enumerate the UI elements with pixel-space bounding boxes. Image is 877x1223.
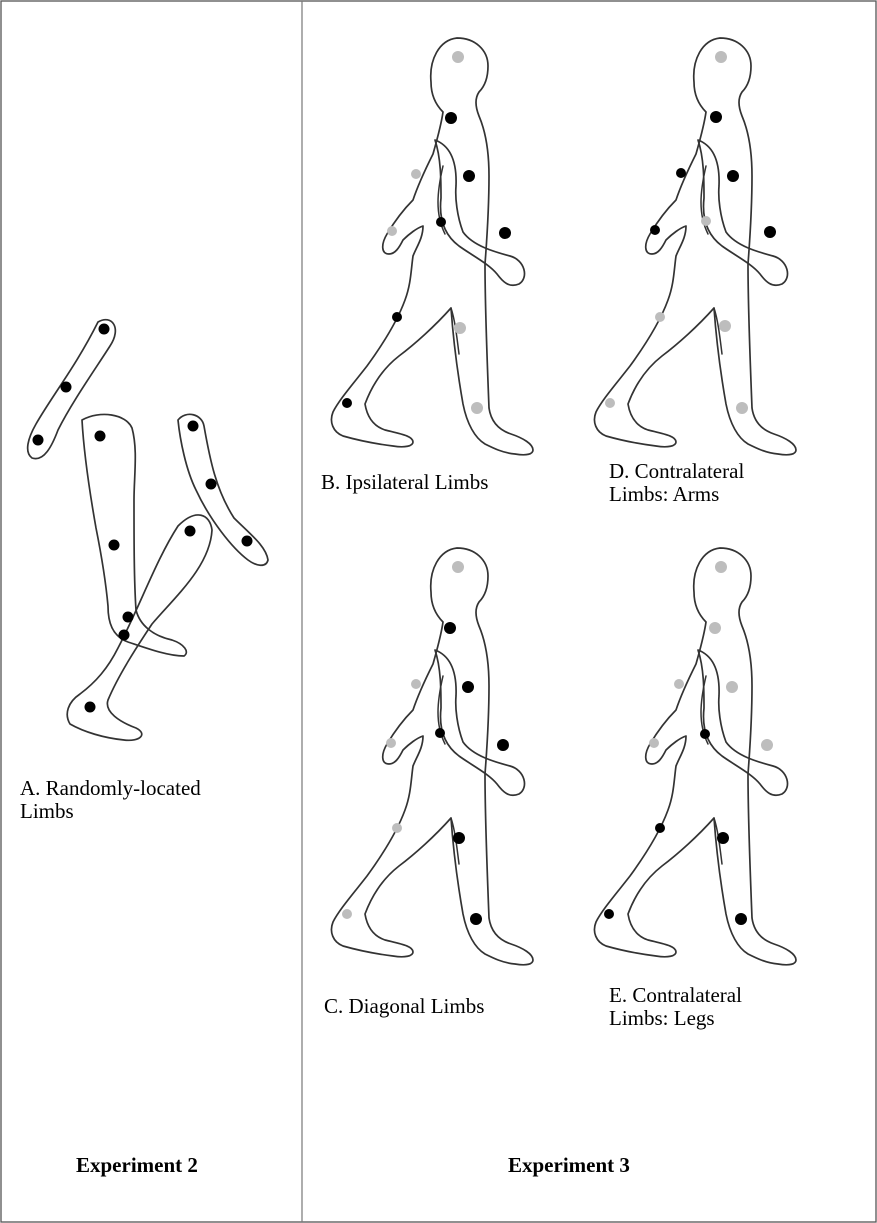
marker-visible — [435, 728, 445, 738]
marker-visible — [463, 170, 475, 182]
marker-hidden — [387, 226, 397, 236]
panel-d-figure — [594, 38, 796, 455]
panel-a-figure — [28, 320, 268, 741]
marker-hidden — [719, 320, 731, 332]
marker-hidden — [674, 679, 684, 689]
marker-hidden — [736, 402, 748, 414]
marker-visible — [342, 398, 352, 408]
panel-a-limb-leg-front — [82, 414, 186, 656]
panel-c-caption: C. Diagonal Limbs — [324, 995, 484, 1018]
marker-visible — [242, 536, 253, 547]
marker-visible — [650, 225, 660, 235]
marker-visible — [604, 909, 614, 919]
marker-hidden — [761, 739, 773, 751]
marker-visible — [710, 111, 722, 123]
panel-e-caption: E. Contralateral Limbs: Legs — [609, 984, 742, 1030]
marker-hidden — [452, 51, 464, 63]
marker-visible — [453, 832, 465, 844]
marker-visible — [676, 168, 686, 178]
marker-hidden — [342, 909, 352, 919]
marker-hidden — [649, 738, 659, 748]
marker-visible — [206, 479, 217, 490]
marker-visible — [445, 112, 457, 124]
panel-b-figure — [331, 38, 533, 455]
marker-visible — [119, 630, 130, 641]
marker-visible — [188, 421, 199, 432]
panel-c-figure — [331, 548, 533, 965]
marker-visible — [109, 540, 120, 551]
marker-visible — [497, 739, 509, 751]
marker-visible — [462, 681, 474, 693]
marker-hidden — [709, 622, 721, 634]
marker-hidden — [386, 738, 396, 748]
marker-visible — [185, 526, 196, 537]
marker-hidden — [411, 169, 421, 179]
panel-b-caption: B. Ipsilateral Limbs — [321, 471, 488, 494]
marker-visible — [85, 702, 96, 713]
marker-hidden — [392, 823, 402, 833]
panel-a-caption: A. Randomly-located Limbs — [20, 777, 201, 823]
marker-visible — [700, 729, 710, 739]
panel-a-limb-forearm — [178, 414, 268, 565]
marker-hidden — [452, 561, 464, 573]
marker-visible — [95, 431, 106, 442]
marker-visible — [470, 913, 482, 925]
marker-visible — [99, 324, 110, 335]
panel-e-figure — [594, 548, 796, 965]
marker-hidden — [715, 51, 727, 63]
marker-visible — [444, 622, 456, 634]
marker-hidden — [701, 216, 711, 226]
marker-visible — [499, 227, 511, 239]
marker-visible — [735, 913, 747, 925]
marker-visible — [123, 612, 134, 623]
experiment-3-label: Experiment 3 — [508, 1153, 630, 1178]
marker-hidden — [655, 312, 665, 322]
marker-visible — [33, 435, 44, 446]
marker-visible — [61, 382, 72, 393]
marker-hidden — [454, 322, 466, 334]
marker-visible — [764, 226, 776, 238]
marker-hidden — [605, 398, 615, 408]
experiment-2-label: Experiment 2 — [76, 1153, 198, 1178]
marker-hidden — [411, 679, 421, 689]
marker-visible — [727, 170, 739, 182]
marker-hidden — [715, 561, 727, 573]
panel-d-caption: D. Contralateral Limbs: Arms — [609, 460, 744, 506]
marker-visible — [655, 823, 665, 833]
marker-hidden — [471, 402, 483, 414]
marker-visible — [392, 312, 402, 322]
marker-visible — [436, 217, 446, 227]
marker-hidden — [726, 681, 738, 693]
marker-visible — [717, 832, 729, 844]
